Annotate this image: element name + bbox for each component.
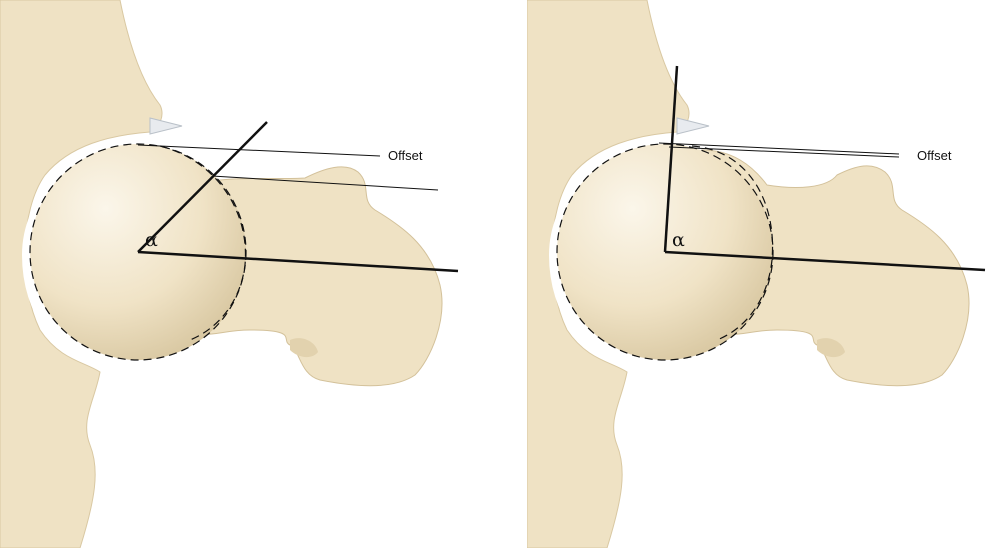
offset-label: Offset bbox=[388, 148, 423, 163]
diagram-panel-right: Offset α bbox=[527, 0, 987, 548]
hip-diagram-right: Offset α bbox=[527, 0, 987, 548]
diagram-panel-left: Offset α bbox=[0, 0, 460, 548]
hip-diagram-left: Offset α bbox=[0, 0, 460, 548]
labrum bbox=[677, 118, 709, 134]
alpha-angle-label: α bbox=[672, 229, 685, 251]
alpha-angle-label: α bbox=[145, 229, 158, 251]
offset-label: Offset bbox=[917, 148, 952, 163]
labrum bbox=[150, 118, 182, 134]
